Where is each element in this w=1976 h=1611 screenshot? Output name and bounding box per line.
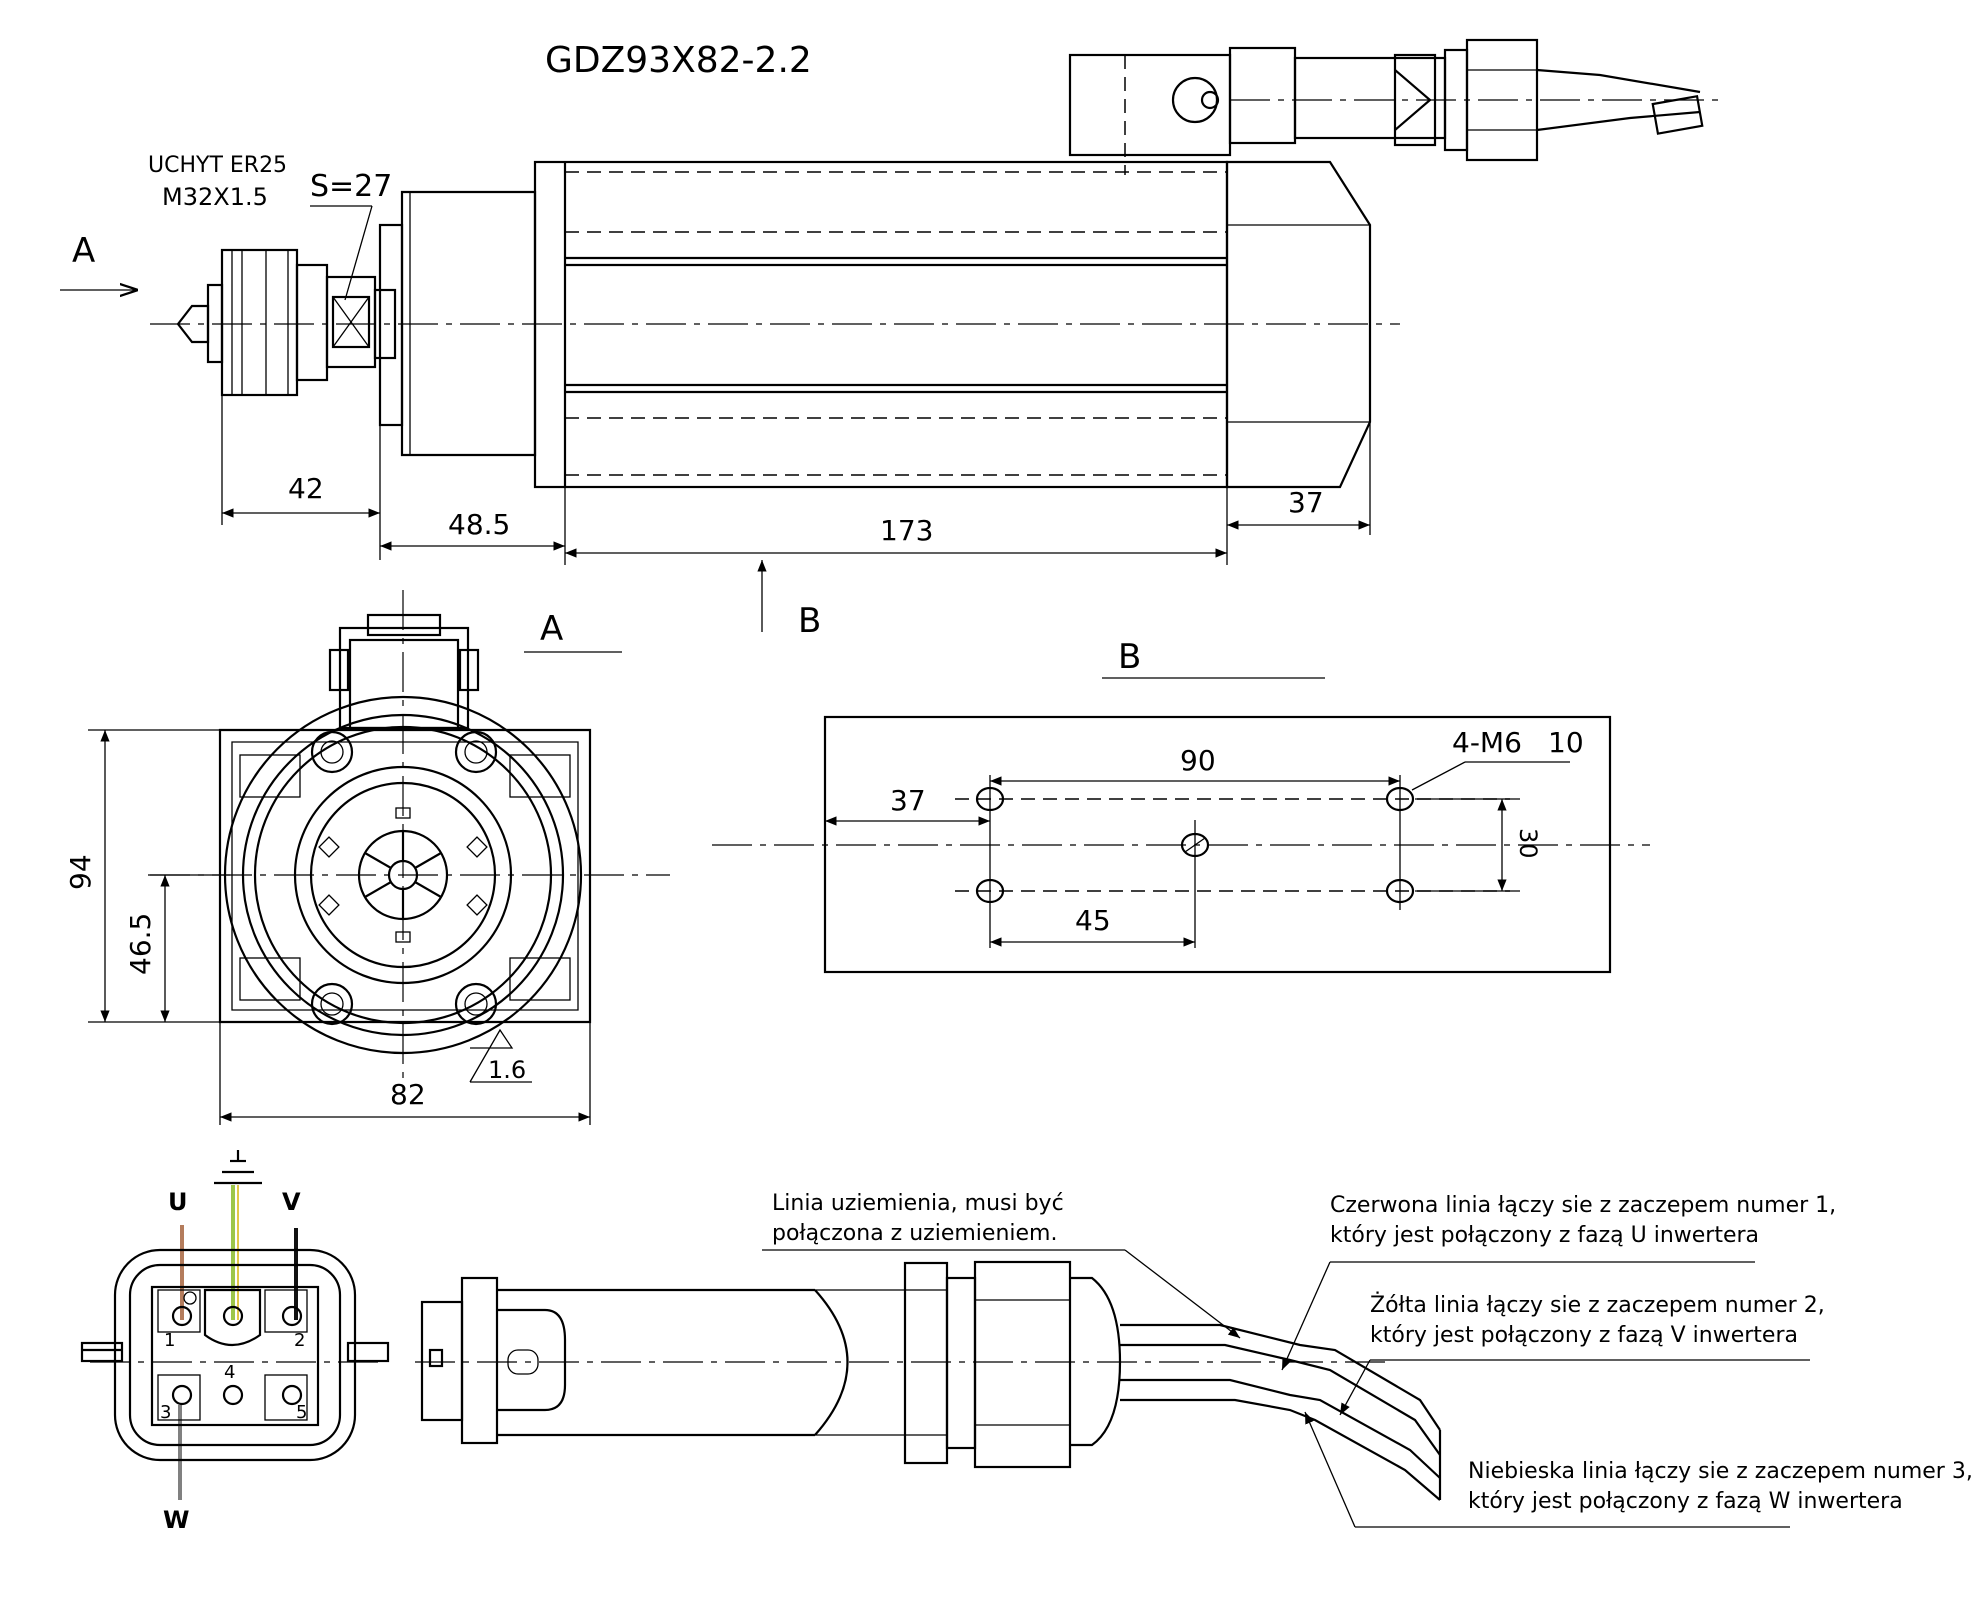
wrench-size-label: S=27: [310, 169, 392, 204]
dim-94: 94: [64, 854, 97, 890]
connector-pinout: U V W 1 2 3 4 5: [80, 1150, 390, 1534]
cable-plug: [415, 1260, 1442, 1501]
hole-spec: 4-M6: [1452, 726, 1522, 759]
label-v: V: [282, 1188, 301, 1216]
model-title: GDZ93X82-2.2: [545, 40, 812, 81]
dim-37-side: 37: [1288, 486, 1324, 519]
collet-label-line1: UCHYT ER25: [148, 153, 287, 178]
hole-depth: 10: [1548, 726, 1584, 759]
pin-2: 2: [294, 1330, 305, 1351]
note-blue-line1: Niebieska linia łączy sie z zaczepem num…: [1468, 1459, 1973, 1484]
note-blue-line2: który jest połączony z fazą W inwertera: [1468, 1489, 1903, 1514]
dim-90: 90: [1180, 744, 1216, 777]
bottom-view: B 90 37 30 45 4-M6 10: [712, 637, 1650, 974]
dim-173: 173: [880, 514, 933, 547]
collet-label-line2: M32X1.5: [162, 183, 268, 211]
view-a-arrow-label: A: [72, 231, 95, 271]
dim-45: 45: [1075, 904, 1111, 937]
pin-1: 1: [164, 1330, 175, 1351]
pin-4: 4: [224, 1362, 235, 1383]
dim-82: 82: [390, 1078, 426, 1111]
roughness-value: 1.6: [488, 1056, 526, 1084]
note-ground-line2: połączona z uziemieniem.: [772, 1221, 1057, 1246]
label-w: W: [163, 1506, 189, 1534]
dim-37-bottom: 37: [890, 784, 926, 817]
view-a-title: A: [540, 609, 563, 649]
pin-5: 5: [296, 1402, 307, 1423]
front-view: A: [64, 590, 670, 1125]
side-view: UCHYT ER25 M32X1.5 S=27 A 42 48.5 173 37…: [60, 38, 1720, 641]
note-red-line1: Czerwona linia łączy sie z zaczepem nume…: [1330, 1193, 1836, 1218]
view-b-title: B: [1118, 637, 1141, 677]
note-ground-line1: Linia uziemienia, musi być: [772, 1191, 1064, 1216]
wiring-notes: Linia uziemienia, musi być połączona z u…: [762, 1191, 1973, 1528]
view-b-arrow-label: B: [798, 601, 821, 641]
note-yellow-line2: który jest połączony z fazą V inwertera: [1370, 1323, 1798, 1348]
dim-30: 30: [1514, 828, 1542, 859]
note-yellow-line1: Żółta linia łączy sie z zaczepem numer 2…: [1370, 1292, 1825, 1318]
label-u: U: [168, 1188, 188, 1216]
dim-46-5: 46.5: [124, 913, 157, 975]
pin-3: 3: [160, 1402, 171, 1423]
note-red-line2: który jest połączony z fazą U inwertera: [1330, 1223, 1759, 1248]
dim-42: 42: [288, 472, 324, 505]
dim-48-5: 48.5: [448, 508, 510, 541]
